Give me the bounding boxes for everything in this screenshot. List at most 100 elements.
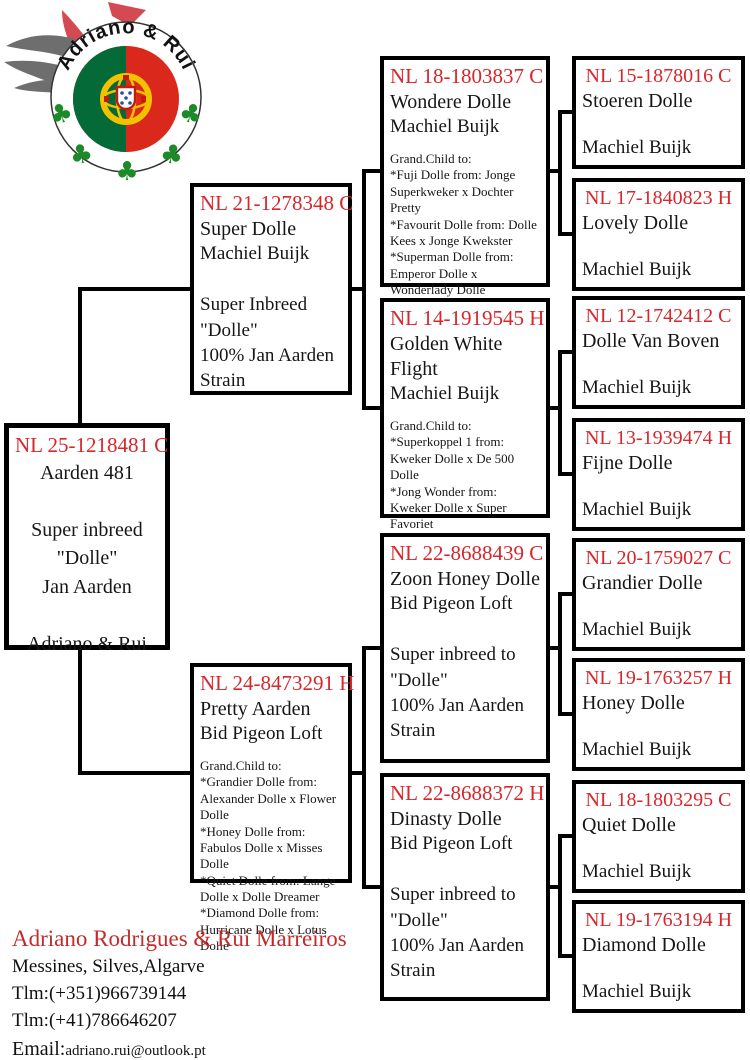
pedigree-box-sire: NL 21-1278348 C Super Dolle Machiel Buij… <box>190 183 354 395</box>
fancier-name: Bid Pigeon Loft <box>390 833 513 855</box>
phone-2: Tlm:(+41)786646207 <box>12 1009 177 1031</box>
connector-line <box>550 646 562 650</box>
pigeon-name: Fijne Dolle <box>582 452 673 474</box>
svg-text:♣: ♣ <box>115 157 138 187</box>
email-address: adriano.rui@outlook.pt <box>65 1042 206 1059</box>
email-line: Email:adriano.rui@outlook.pt <box>12 1035 347 1060</box>
connector-line <box>362 646 366 889</box>
ring-number: NL 22-8688439 C <box>390 541 544 565</box>
portugal-flag-icon <box>73 46 179 152</box>
connector-line <box>362 885 380 889</box>
ring-number: NL 13-1939474 H <box>584 427 733 449</box>
ring-number: NL 18-1803837 C <box>390 64 544 88</box>
fancier-name: Machiel Buijk <box>582 619 692 641</box>
fancier-name: Machiel Buijk <box>582 981 692 1003</box>
connector-line <box>550 406 562 410</box>
contact-block: Adriano Rodrigues & Rui Marreiros Messin… <box>12 924 347 1060</box>
ring-number: NL 14-1919545 H <box>390 306 545 330</box>
pedigree-box-grandparent-1: NL 18-1803837 C Wondere Dolle Machiel Bu… <box>380 56 550 346</box>
pedigree-box-great-grandparent-6: NL 19-1763257 H Honey Dolle Machiel Buij… <box>572 658 745 771</box>
ring-number: NL 17-1840823 H <box>584 187 733 209</box>
fancier-name: Bid Pigeon Loft <box>200 723 323 745</box>
clover-icons: ♣ ♣ ♣ ♣ ♣ <box>45 96 207 187</box>
email-label: Email: <box>12 1037 66 1060</box>
ring-number: NL 24-8473291 H <box>200 671 355 695</box>
ring-number: NL 18-1803295 C <box>585 789 732 811</box>
pigeon-name: Zoon Honey Dolle <box>390 568 540 591</box>
connector-line <box>558 110 572 114</box>
connector-line <box>558 110 562 236</box>
pigeon-name: Dolle Van Boven <box>582 330 720 352</box>
ring-number: NL 22-8688372 H <box>390 781 545 805</box>
connector-line <box>558 232 572 236</box>
connector-line <box>362 406 380 410</box>
fancier-name: Machiel Buijk <box>582 259 692 281</box>
pedigree-box-great-grandparent-4: NL 13-1939474 H Fijne Dolle Machiel Buij… <box>572 418 745 531</box>
pigeon-name: Golden White Flight <box>390 333 503 381</box>
connector-line <box>558 350 572 354</box>
ring-number: NL 15-1878016 C <box>585 65 732 87</box>
fancier-name: Machiel Buijk <box>390 383 500 405</box>
subject-description: Aarden 481 Super inbreed"Dolle"Jan Aarde… <box>27 462 147 655</box>
connector-line <box>550 885 562 889</box>
pedigree-box-great-grandparent-1: NL 15-1878016 C Stoeren Dolle Machiel Bu… <box>572 56 745 169</box>
connector-line <box>352 771 366 775</box>
details-title: Grand.Child to: <box>390 418 472 434</box>
connector-line <box>558 472 572 476</box>
connector-line <box>558 592 572 596</box>
details-title: Grand.Child to: <box>200 758 282 774</box>
connector-line <box>558 592 562 716</box>
pigeon-name: Wondere Dolle <box>390 91 512 114</box>
svg-text:♣: ♣ <box>157 138 186 172</box>
connector-line <box>362 646 380 650</box>
connector-line <box>78 287 190 291</box>
fancier-name: Machiel Buijk <box>582 861 692 883</box>
connector-line <box>78 287 82 423</box>
grandchild-details: Grand.Child to: *Grandier Dolle from: Al… <box>200 758 342 955</box>
connector-line <box>558 954 572 958</box>
connector-line <box>362 169 380 173</box>
pigeon-name: Dinasty Dolle <box>390 808 502 831</box>
ring-number: NL 19-1763194 H <box>584 909 733 931</box>
connector-line <box>550 169 562 173</box>
connector-line <box>558 350 562 476</box>
connector-line <box>78 650 82 775</box>
pedigree-box-great-grandparent-8: NL 19-1763194 H Diamond Dolle Machiel Bu… <box>572 900 745 1013</box>
fancier-name: Machiel Buijk <box>200 243 310 265</box>
connector-line <box>558 834 562 958</box>
pigeon-name: Lovely Dolle <box>582 212 689 234</box>
pigeon-name: Honey Dolle <box>582 692 685 714</box>
fancier-name: Machiel Buijk <box>582 377 692 399</box>
loft-logo: Adriano & Rui ♣ ♣ ♣ ♣ ♣ <box>4 2 207 187</box>
ring-number: NL 21-1278348 C <box>200 191 354 215</box>
pigeon-name: Stoeren Dolle <box>582 90 693 112</box>
connector-line <box>558 712 572 716</box>
pedigree-box-great-grandparent-3: NL 12-1742412 C Dolle Van Boven Machiel … <box>572 296 745 409</box>
pigeon-name: Super Dolle <box>200 218 297 241</box>
pedigree-box-subject: NL 25-1218481 C Aarden 481 Super inbreed… <box>4 423 170 655</box>
connector-line <box>78 771 190 775</box>
owner-names: Adriano Rodrigues & Rui Marreiros <box>12 926 347 951</box>
connector-line <box>558 834 572 838</box>
fancier-name: Machiel Buijk <box>582 739 692 761</box>
fancier-name: Machiel Buijk <box>582 499 692 521</box>
pedigree-box-great-grandparent-2: NL 17-1840823 H Lovely Dolle Machiel Bui… <box>572 178 745 291</box>
pigeon-name: Pretty Aarden <box>200 698 311 721</box>
details-list: *Grandier Dolle from: Alexander Dolle x … <box>200 774 337 954</box>
pedigree-box-grandparent-2: NL 14-1919545 H Golden White Flight Mach… <box>380 298 550 597</box>
phone-1: Tlm:(+351)966739144 <box>12 982 187 1004</box>
address: Messines, Silves,Algarve <box>12 955 205 977</box>
ring-number: NL 25-1218481 C <box>15 433 169 457</box>
pigeon-name: Quiet Dolle <box>582 814 676 836</box>
fancier-name: Bid Pigeon Loft <box>390 593 513 615</box>
pigeon-name: Diamond Dolle <box>582 934 706 956</box>
fancier-name: Machiel Buijk <box>390 116 500 138</box>
pedigree-box-grandparent-3: NL 22-8688439 C Zoon Honey Dolle Bid Pig… <box>380 533 550 763</box>
pigeon-name: Grandier Dolle <box>582 572 703 594</box>
connector-line <box>352 287 366 291</box>
pedigree-box-dam: NL 24-8473291 H Pretty Aarden Bid Pigeon… <box>190 663 355 953</box>
